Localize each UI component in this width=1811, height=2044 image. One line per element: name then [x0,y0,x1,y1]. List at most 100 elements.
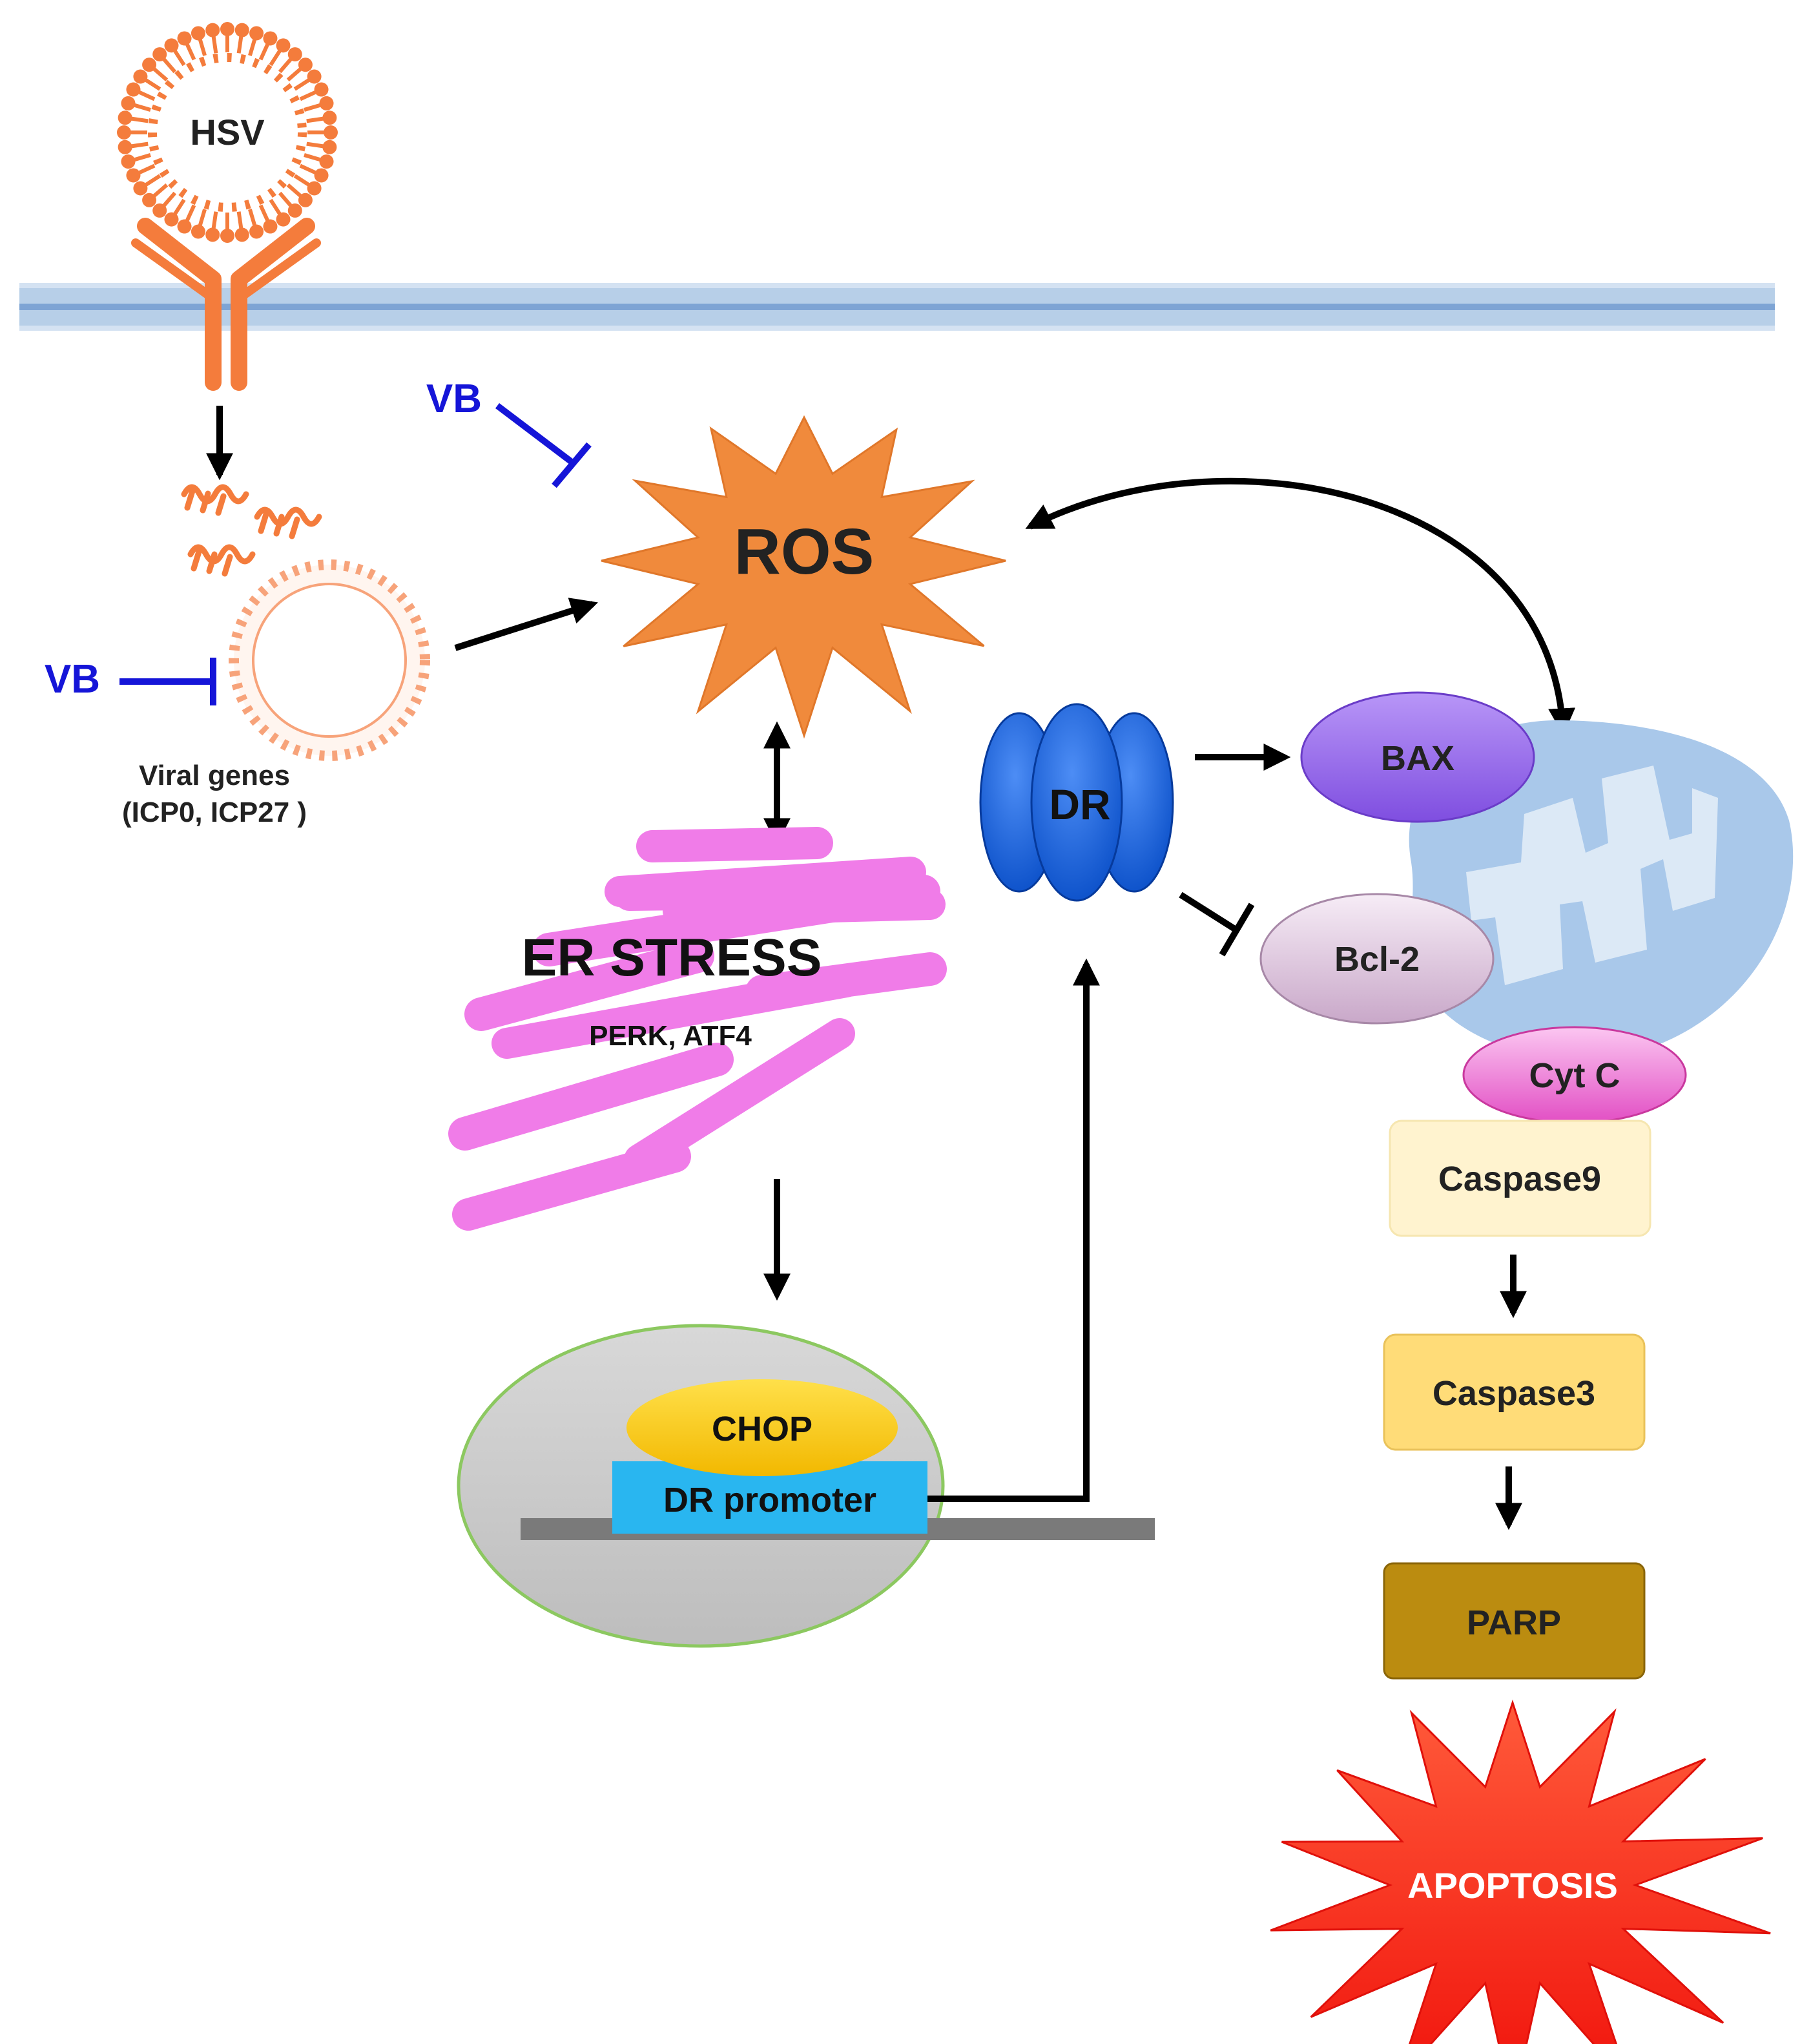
hsv-lipid-head [324,125,338,140]
bcl2-protein: Bcl-2 [1259,893,1495,1025]
hsv-lipid-head [177,219,192,234]
hsv-lipid-spike [152,183,169,198]
hsv-lipid-spike [299,90,316,101]
hsv-lipid-spike [162,191,177,207]
viral-genes-list: (ICP0, ICP27 ) [122,797,307,828]
hsv-lipid-head [118,110,132,125]
hsv-lipid-spike [248,39,257,56]
hsv-receptor [131,218,321,391]
arrow-viral-genes-to-ros [454,598,599,651]
inhibit-dr-to-bcl2 [1179,892,1255,957]
hsv-lipid-spike [299,163,316,175]
chop-protein: CHOP [626,1379,898,1476]
mitochondrion [1409,720,1794,1059]
hsv-lipid-head [319,154,334,169]
hsv-lipid-head [263,219,278,234]
hsv-lipid-spike [258,204,270,222]
hsv-lipid-head [234,227,249,242]
hsv-lipid-head [263,31,278,46]
hsv-lipid-spike [152,67,169,82]
arrow-ros-mitochondria [1025,477,1576,736]
hsv-lipid-spike [138,90,156,101]
hsv-lipid-head [205,23,220,37]
caspase3-box: Caspase3 [1383,1333,1646,1451]
dr-label: DR [1049,780,1110,828]
hsv-lipid-head [298,193,313,207]
hsv-lipid-spike [198,39,207,56]
hsv-lipid-spike [293,78,310,91]
vb-viral-inhibitor-label: VB [45,657,100,702]
viral-genes-label: Viral genes [139,760,290,791]
hsv-lipid-spike [236,211,243,229]
inhibit-vb-to-viral-genes [119,658,216,705]
parp-label: PARP [1467,1603,1561,1642]
hsv-lipid-spike [145,174,161,187]
er-stress-label: ER STRESS [522,928,822,987]
hsv-lipid-head [126,168,141,183]
hsv-lipid-spike [173,198,186,215]
er-membranes [448,827,947,1231]
hsv-lipid-spike [185,43,196,61]
bcl2-label: Bcl-2 [1334,940,1420,979]
hsv-lipid-head [117,125,131,140]
bax-label: BAX [1381,739,1454,778]
hsv-lipid-spike [278,57,293,74]
hsv-lipid-spike [173,50,186,67]
hsv-lipid-spike [185,204,196,222]
hsv-lipid-head [191,26,205,41]
hsv-lipid-spike [293,174,310,187]
hsv-lipid-head [249,224,264,239]
vb-ros-inhibitor-label: VB [426,377,482,421]
caspase9-box: Caspase9 [1389,1120,1651,1237]
hsv-virion: HSV [117,22,338,243]
hsv-lipid-head [152,47,167,62]
cell-membrane [19,283,1775,331]
hsv-lipid-spike [236,36,243,54]
hsv-lipid-head [177,31,192,46]
hsv-lipid-spike [131,116,149,123]
hsv-lipid-spike [286,67,302,82]
hsv-lipid-head [307,69,322,84]
hsv-lipid-head [164,212,179,227]
bax-protein: BAX [1300,691,1535,823]
hsv-lipid-head [287,203,302,218]
er-stress-markers: PERK, ATF4 [589,1020,752,1052]
hsv-lipid-spike [278,191,293,207]
hsv-lipid-spike [162,57,177,74]
hsv-lipid-head [133,69,148,84]
hsv-lipid-head [121,96,136,110]
nucleus: DR promoter CHOP [457,1324,1155,1648]
viral-vesicle [229,559,430,761]
hsv-lipid-head [133,181,148,196]
hsv-lipid-head [142,193,157,207]
hsv-lipid-spike [134,153,151,162]
hsv-lipid-head [118,140,132,154]
hsv-lipid-head [287,47,302,62]
hsv-lipid-spike [198,209,207,226]
viral-mrna-icon [181,484,322,577]
apoptosis-starburst [1270,1699,1771,2044]
hsv-lipid-head [314,82,329,97]
hsv-lipid-spike [269,50,282,67]
inhibit-vb-to-ros [495,403,592,488]
hsv-lipid-head [142,57,157,72]
hsv-lipid-head [191,224,205,239]
hsv-lipid-spike [211,211,218,229]
caspase9-label: Caspase9 [1438,1160,1601,1198]
hsv-label: HSV [190,112,264,152]
hsv-lipid-spike [211,36,218,54]
death-receptor: DR [979,703,1174,902]
hsv-lipid-spike [304,153,321,162]
hsv-lipid-head [152,203,167,218]
parp-box: PARP [1383,1562,1646,1680]
hsv-lipid-spike [306,141,324,149]
hsv-lipid-head [322,140,337,154]
hsv-lipid-spike [306,116,324,123]
hsv-lipid-spike [138,163,156,175]
hsv-lipid-head [121,154,136,169]
hsv-lipid-head [298,57,313,72]
hsv-lipid-spike [134,103,151,112]
hsv-lipid-spike [304,103,321,112]
hsv-lipid-head [220,22,234,36]
